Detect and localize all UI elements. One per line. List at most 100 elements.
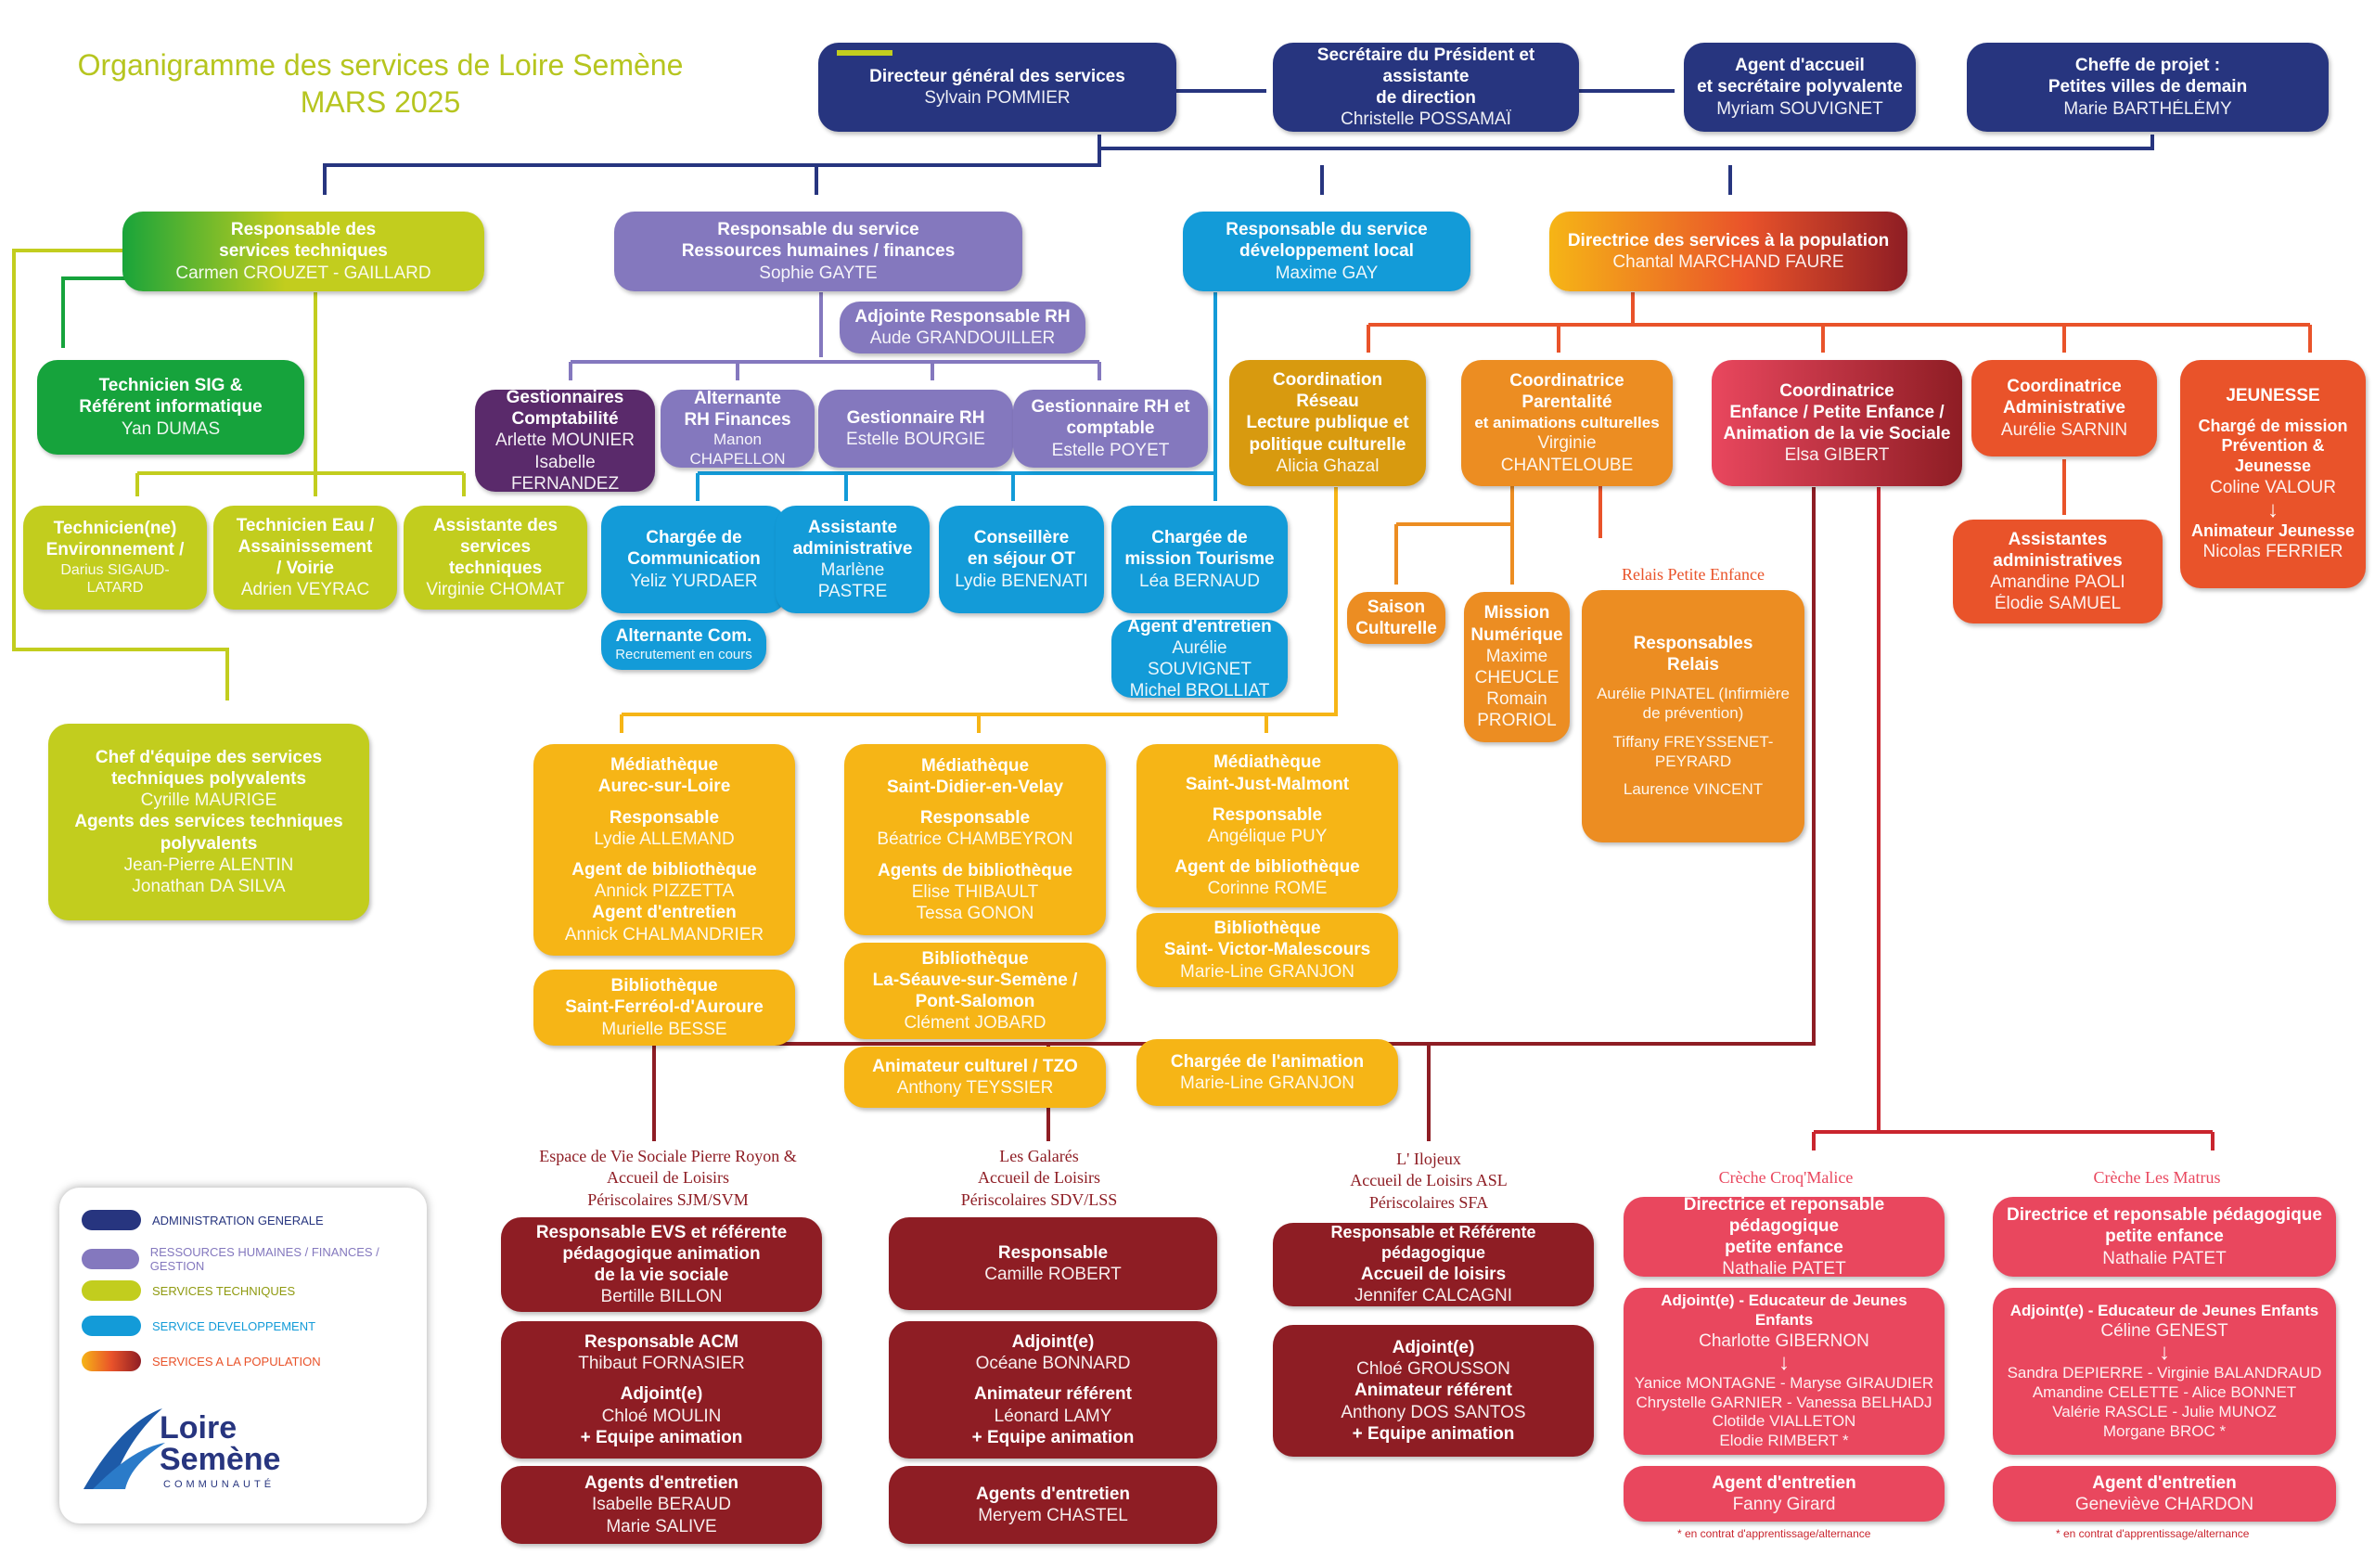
tech-resp-title-2: services techniques: [219, 241, 388, 262]
didier-agent-title: Agents de bibliothèque: [877, 860, 1073, 880]
croq-dir-name: Nathalie PATET: [1722, 1259, 1846, 1279]
rh-resp-name: Sophie GAYTE: [759, 263, 878, 283]
croq-ent-name: Fanny Girard: [1732, 1495, 1836, 1514]
tour-name: Léa BERNAUD: [1139, 571, 1260, 591]
ilojeux-r-name: Jennifer CALCAGNI: [1354, 1285, 1512, 1305]
legend-label: SERVICES TECHNIQUES: [152, 1283, 296, 1298]
just-title-2: Saint-Just-Malmont: [1185, 774, 1350, 794]
lect-title-4: politique culturelle: [1249, 434, 1406, 455]
sec-name: Christelle POSSAMAÏ: [1341, 109, 1511, 130]
dev-altcom-box: Alternante Com. Recrutement en cours: [601, 620, 766, 670]
dg-title: Directeur général des services: [869, 66, 1125, 86]
sig-title-1: Technicien SIG &: [98, 376, 243, 396]
ass-tech-name: Virginie CHOMAT: [426, 580, 565, 600]
matrus-team-1: Sandra DEPIERRE - Virginie BALANDRAUD: [2007, 1364, 2322, 1382]
title-line-2: MARS 2025: [300, 85, 461, 119]
logo-line-1: Loire: [160, 1410, 238, 1446]
evs-label-2: Accueil de Loisirs: [607, 1168, 729, 1188]
dev-ent-name-1: Aurélie SOUVIGNET: [1148, 637, 1252, 679]
num-name-3: Romain: [1486, 689, 1547, 710]
jeun-title-3: Prévention & Jeunesse: [2221, 436, 2325, 476]
seauve-box: Bibliothèque La-Séauve-sur-Semène / Pont…: [844, 943, 1106, 1039]
acc-title-2: et secrétaire polyvalente: [1697, 77, 1903, 97]
arrow-down-icon: ↓: [2159, 1340, 2170, 1366]
rh-compta-box: Gestionnaires Comptabilité Arlette MOUNI…: [475, 388, 655, 494]
dev-tour-box: Chargée de mission Tourisme Léa BERNAUD: [1111, 506, 1288, 613]
rh-resp-box: Responsable du service Ressources humain…: [614, 212, 1022, 291]
ot-name: Lydie BENENATI: [955, 571, 1088, 591]
evs-ent-name-2: Marie SALIVE: [606, 1516, 717, 1536]
evs-r-name: Bertille BILLON: [600, 1287, 723, 1307]
admas-name-2: Élodie SAMUEL: [1994, 594, 2122, 614]
asa-name: Marlène PASTRE: [817, 560, 888, 602]
lect-title-2: Réseau: [1296, 392, 1359, 412]
aurec-box: Médiathèque Aurec-sur-Loire Responsable …: [533, 744, 795, 956]
arrow-down-icon: ↓: [1778, 1349, 1790, 1375]
croq-adj-title: Adjoint(e) - Educateur de Jeunes Enfants: [1661, 1292, 1907, 1329]
ilojeux-ref-name: Anthony DOS SANTOS: [1341, 1402, 1526, 1422]
galares-adj-title: Adjoint(e): [1011, 1332, 1095, 1353]
just-resp-name: Angélique PUY: [1207, 827, 1328, 846]
pvd-name: Marie BARTHÉLÉMY: [2063, 98, 2232, 119]
lect-box: Coordination Réseau Lecture publique et …: [1229, 360, 1426, 486]
just-agent-title: Agent de bibliothèque: [1175, 857, 1360, 878]
galares-equipe: + Equipe animation: [971, 1427, 1135, 1447]
croq-dir-title-1: Directrice et reponsable pédagogique: [1683, 1194, 1885, 1236]
relais-name-5: Laurence VINCENT: [1623, 780, 1764, 799]
galares-ent-name: Meryem CHASTEL: [978, 1506, 1128, 1525]
rh-alt-title-2: RH Finances: [684, 410, 791, 431]
num-name-2: CHEUCLE: [1474, 668, 1560, 688]
didier-agent-name-1: Elise THIBAULT: [911, 881, 1039, 902]
matrus-label: Crèche Les Matrus: [2093, 1168, 2221, 1187]
enf-title-2: Enfance / Petite Enfance /: [1729, 402, 1945, 422]
sec-title-2: de direction: [1376, 88, 1476, 108]
tech-resp-name: Carmen CROUZET - GAILLARD: [175, 263, 431, 283]
env-box: Technicien(ne) Environnement / Darius SI…: [23, 506, 207, 610]
matrus-dir-title-2: petite enfance: [2105, 1227, 2224, 1247]
legend-swatch: [82, 1351, 141, 1371]
grhc-name: Estelle POYET: [1051, 440, 1170, 460]
ot-title-2: en séjour OT: [967, 549, 1076, 570]
matrus-adj-name: Céline GENEST: [2100, 1321, 2228, 1342]
croq-team-3: Clotilde VIALLETON: [1712, 1412, 1856, 1431]
relais-name-2: de prévention): [1642, 704, 1744, 723]
legend-swatch: [82, 1316, 141, 1336]
num-title-2: Numérique: [1470, 624, 1563, 645]
lect-name: Alicia Ghazal: [1276, 456, 1380, 476]
arrow-down-icon: ↓: [2267, 496, 2279, 522]
enf-title-3: Animation de la vie Sociale: [1723, 424, 1951, 443]
ilojeux-adj-name: Chloé GROUSSON: [1356, 1359, 1510, 1380]
victor-title-2: Saint- Victor-Malescours: [1163, 940, 1371, 960]
dg-box: Directeur général des services Sylvain P…: [818, 43, 1176, 132]
rh-adj-title: Adjointe Responsable RH: [854, 306, 1071, 327]
croq-dir-box: Directrice et reponsable pédagogique pet…: [1624, 1194, 1945, 1279]
dg-name: Sylvain POMMIER: [924, 88, 1071, 108]
dev-ot-box: Conseillère en séjour OT Lydie BENENATI: [939, 506, 1104, 613]
rh-resp-title-2: Ressources humaines / finances: [681, 241, 956, 262]
par-name: Virginie CHANTELOUBE: [1500, 433, 1634, 475]
tzo-box: Animateur culturel / TZO Anthony TEYSSIE…: [844, 1047, 1106, 1108]
ferreol-title-1: Bibliothèque: [610, 976, 718, 996]
adm-name: Aurélie SARNIN: [2000, 419, 2128, 440]
rh-resp-title-1: Responsable du service: [717, 220, 919, 240]
aurec-ent-name: Annick CHALMANDRIER: [564, 924, 764, 945]
secretaire-box: Secrétaire du Président et assistante de…: [1273, 43, 1579, 132]
com-title-1: Chargée de: [646, 528, 742, 548]
chef-equipe-box: Chef d'équipe des services techniques po…: [48, 724, 369, 920]
ilojeux-label-1: L' Ilojeux: [1396, 1150, 1461, 1168]
chef-name-2: Jean-Pierre ALENTIN: [123, 855, 294, 875]
galares-label: Les Galarés Accueil de Loisirs Périscola…: [891, 1146, 1188, 1211]
evs-r-title-2: pédagogique animation: [562, 1243, 761, 1264]
jeun-name: Coline VALOUR: [2210, 478, 2336, 498]
matrus-adj-title: Adjoint(e) - Educateur de Jeunes Enfants: [2009, 1301, 2319, 1319]
enf-box: Coordinatrice Enfance / Petite Enfance /…: [1712, 360, 1962, 486]
croq-ent-box: Agent d'entretien Fanny Girard: [1624, 1466, 1945, 1522]
sig-name: Yan DUMAS: [121, 418, 221, 439]
galares-label-2: Accueil de Loisirs: [978, 1168, 1100, 1188]
evs-ent-title: Agents d'entretien: [584, 1473, 739, 1494]
grhc-title-1: Gestionnaire RH et: [1031, 397, 1190, 418]
adm-coord-box: Coordinatrice Administrative Aurélie SAR…: [1971, 360, 2157, 456]
jeun-title-4: Animateur Jeunesse: [2190, 521, 2356, 540]
acm-adj-title: Adjoint(e): [620, 1384, 703, 1405]
evs-ent-box: Agents d'entretien Isabelle BERAUD Marie…: [501, 1466, 822, 1544]
